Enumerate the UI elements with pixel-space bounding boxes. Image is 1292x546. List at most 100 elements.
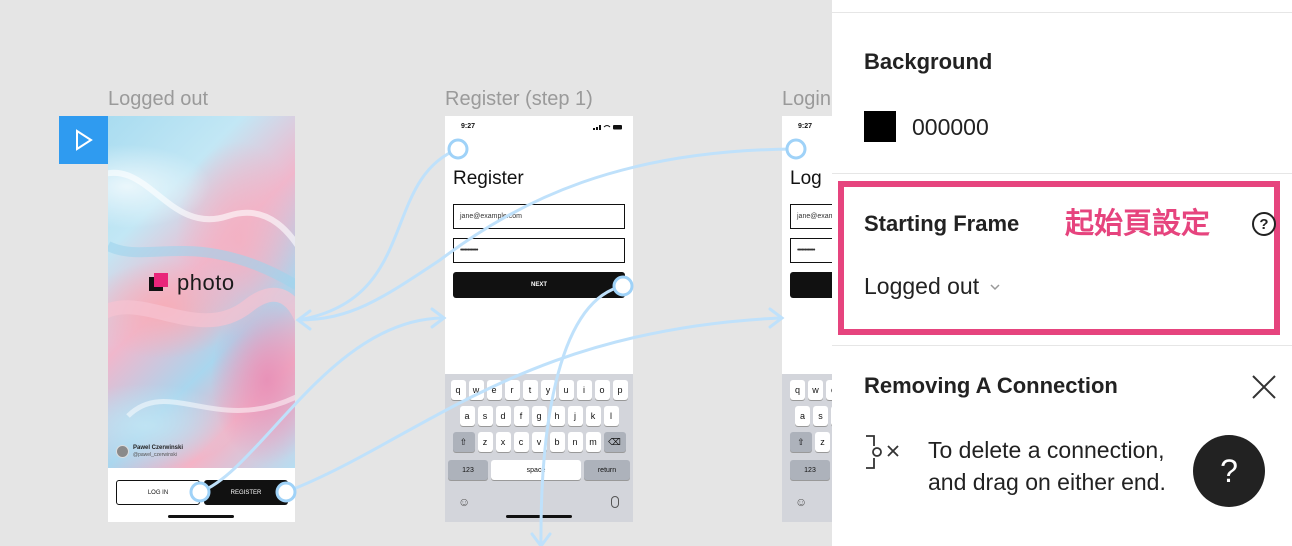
key-q[interactable]: q: [450, 380, 466, 400]
key-f[interactable]: f: [513, 406, 529, 426]
credit-handle: @pawel_czerwinski: [133, 452, 177, 458]
key-s[interactable]: s: [477, 406, 493, 426]
frame-register[interactable]: 9:27 Register jane@example.com •••••••••…: [445, 116, 633, 522]
key-y[interactable]: y: [540, 380, 556, 400]
arrowhead: [430, 307, 447, 329]
logo-mark-icon: [149, 273, 169, 293]
connection-delete-icon: [866, 435, 899, 469]
key-w[interactable]: w: [808, 380, 823, 400]
question-icon[interactable]: ?: [1193, 435, 1265, 507]
key-i[interactable]: i: [576, 380, 592, 400]
key-j[interactable]: j: [567, 406, 583, 426]
key-e[interactable]: e: [826, 380, 832, 400]
removing-connection-title: Removing A Connection: [864, 373, 1118, 398]
logo-text: photo: [177, 270, 235, 295]
email-field[interactable]: jane@example.com: [790, 204, 832, 229]
emoji-icon[interactable]: ☺: [795, 495, 808, 509]
connection-line: [297, 147, 459, 322]
key-s[interactable]: s: [813, 406, 828, 426]
key-return[interactable]: return: [584, 460, 630, 480]
key-space[interactable]: space: [491, 460, 581, 480]
shift-key[interactable]: ⇧: [790, 432, 812, 452]
keyboard-row-3: ⇧ z: [782, 432, 832, 452]
close-icon[interactable]: [1250, 373, 1278, 401]
frame-label-logged-out[interactable]: Logged out: [108, 88, 209, 110]
play-icon[interactable]: [59, 116, 108, 164]
key-g[interactable]: g: [531, 406, 547, 426]
register-title: Register: [453, 168, 524, 189]
keyboard-row-4: 123 space return: [445, 460, 633, 480]
login-button[interactable]: LOG IN: [116, 480, 200, 505]
microphone-icon[interactable]: [611, 496, 619, 508]
prototype-properties-panel: Background 000000 Starting Frame 起始頁設定 ?…: [832, 0, 1292, 546]
annotation-highlight-box: [838, 181, 1280, 335]
register-button[interactable]: REGISTER: [204, 480, 288, 505]
shift-key[interactable]: ⇧: [452, 432, 475, 452]
starting-frame-selected: Logged out: [864, 273, 980, 299]
chevron-down-icon: [990, 283, 1000, 290]
password-field[interactable]: ••••••••••••: [453, 238, 625, 263]
starting-frame-dropdown[interactable]: Logged out: [864, 273, 1001, 300]
divider: [832, 12, 1292, 13]
key-o[interactable]: o: [594, 380, 610, 400]
email-field[interactable]: jane@example.com: [453, 204, 625, 229]
key-z[interactable]: z: [477, 432, 493, 452]
status-bar-icons: [593, 125, 622, 130]
key-m[interactable]: m: [585, 432, 601, 452]
credit-name: Pawel Czerwinski: [133, 445, 184, 451]
key-a[interactable]: a: [459, 406, 475, 426]
remove-connection-tip: To delete a connection, and drag on eith…: [928, 434, 1228, 498]
login-title: Log: [790, 168, 822, 189]
key-d[interactable]: d: [495, 406, 511, 426]
login-submit-button[interactable]: [790, 272, 832, 298]
background-color-value[interactable]: 000000: [912, 114, 989, 140]
key-c[interactable]: c: [513, 432, 529, 452]
key-x[interactable]: x: [495, 432, 511, 452]
key-w[interactable]: w: [468, 380, 484, 400]
status-time: 9:27: [798, 123, 813, 130]
photo-credit: Pawel Czerwinski @pawel_czerwinski: [116, 445, 183, 458]
key-123[interactable]: 123: [790, 460, 830, 480]
key-l[interactable]: l: [603, 406, 619, 426]
background-section-title: Background: [864, 49, 993, 74]
key-u[interactable]: u: [558, 380, 574, 400]
frame-logged-out[interactable]: photo Pawel Czerwinski @pawel_czerwinski…: [108, 116, 295, 522]
photo-logo: photo: [149, 270, 235, 296]
tip-line-1: To delete a connection,: [928, 437, 1165, 463]
divider: [832, 173, 1292, 174]
emoji-icon[interactable]: ☺: [458, 495, 471, 509]
key-r[interactable]: r: [504, 380, 520, 400]
starting-frame-title: Starting Frame: [864, 211, 1020, 236]
password-field[interactable]: ••••••••••••: [790, 238, 832, 263]
key-n[interactable]: n: [567, 432, 583, 452]
frame-label-login[interactable]: Login: [782, 88, 831, 110]
backspace-key[interactable]: ⌫: [603, 432, 626, 452]
key-d[interactable]: d: [831, 406, 832, 426]
key-p[interactable]: p: [612, 380, 628, 400]
key-e[interactable]: e: [486, 380, 502, 400]
key-k[interactable]: k: [585, 406, 601, 426]
key-t[interactable]: t: [522, 380, 538, 400]
key-q[interactable]: q: [790, 380, 805, 400]
arrowhead: [768, 307, 785, 329]
key-v[interactable]: v: [531, 432, 547, 452]
key-123[interactable]: 123: [448, 460, 488, 480]
background-color-swatch[interactable]: [864, 111, 896, 142]
key-a[interactable]: a: [795, 406, 810, 426]
prototype-canvas[interactable]: Logged out Register (step 1) Login photo…: [0, 0, 832, 546]
next-button[interactable]: NEXT: [453, 272, 625, 298]
help-icon[interactable]: ?: [1252, 212, 1276, 236]
tip-line-2: and drag on either end.: [928, 469, 1166, 495]
key-b[interactable]: b: [549, 432, 565, 452]
arrowhead: [530, 532, 552, 546]
frame-label-register[interactable]: Register (step 1): [445, 88, 593, 110]
key[interactable]: z: [815, 432, 830, 452]
key-h[interactable]: h: [549, 406, 565, 426]
frame-login[interactable]: 9:27 Log jane@example.com •••••••••••• q…: [782, 116, 832, 522]
